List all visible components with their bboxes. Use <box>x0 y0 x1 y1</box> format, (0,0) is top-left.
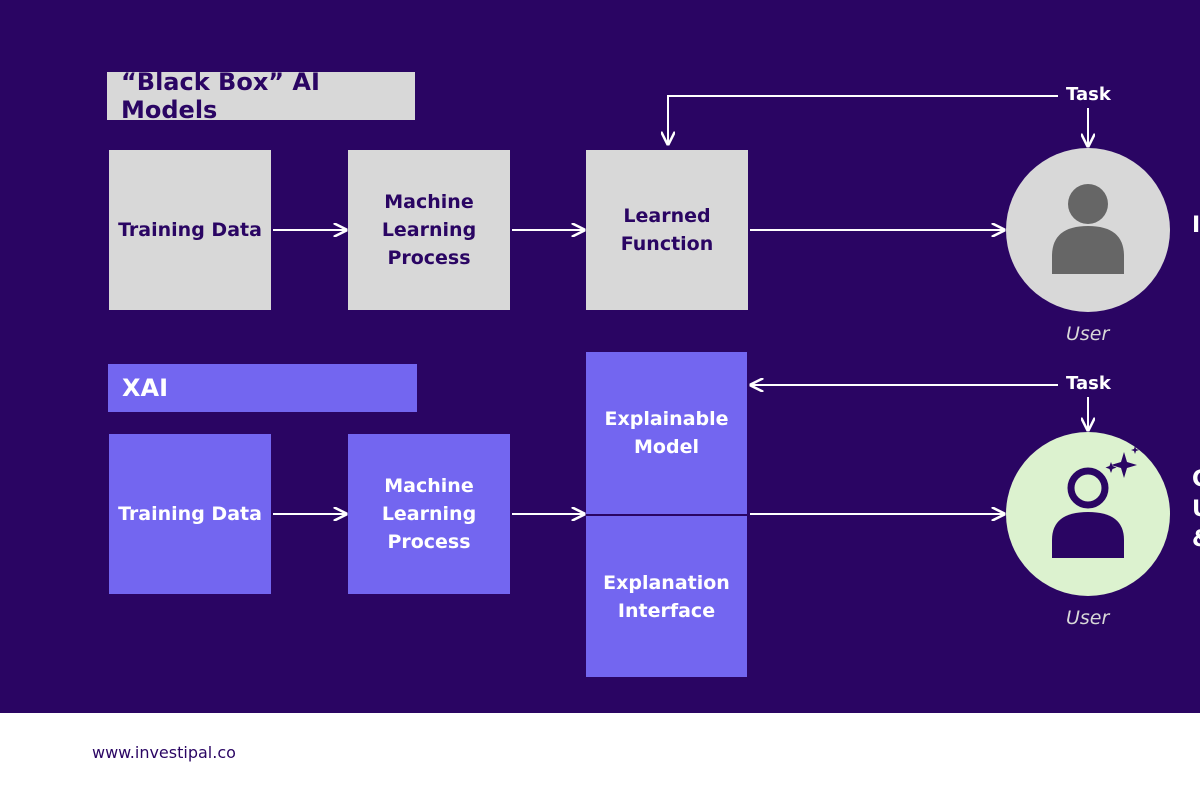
diagram-panel: “Black Box” AI Models Training Data Mach… <box>0 0 1200 713</box>
xai-explainable-model-label: Explainable Model <box>604 408 729 458</box>
bb-edge-text: I <box>1192 213 1200 238</box>
xai-explanation-interface-label: Explanation Interface <box>603 571 730 622</box>
bb-training-data-box: Training Data <box>109 150 271 310</box>
xai-explainable-model-box: Explainable Model <box>586 352 747 514</box>
footer-url: www.investipal.co <box>92 743 236 762</box>
user-icon <box>1052 446 1139 558</box>
bb-user-label: User <box>1066 323 1110 345</box>
xai-ml-process-label: Machine Learning Process <box>381 475 477 553</box>
xai-user-label: User <box>1066 607 1110 629</box>
xai-edge-text-line-2: U <box>1192 495 1200 525</box>
bb-ml-process-box: Machine Learning Process <box>348 150 510 310</box>
xai-explanation-interface-box: Explanation Interface <box>586 516 747 677</box>
xai-training-data-box: Training Data <box>109 434 271 594</box>
xai-edge-text-line-3: & <box>1192 525 1200 555</box>
bb-task-label: Task <box>1066 84 1111 105</box>
xai-task-label: Task <box>1066 373 1111 394</box>
bb-user-avatar <box>1006 148 1170 312</box>
xai-edge-text: C U & <box>1192 465 1200 555</box>
bb-training-data-label: Training Data <box>118 219 262 241</box>
bb-arrow-task-to-function <box>668 95 1058 144</box>
bb-learned-function-box: Learned Function <box>586 150 748 310</box>
bb-ml-process-label: Machine Learning Process <box>381 191 477 269</box>
xai-heading: XAI <box>108 364 417 412</box>
connector-arrows <box>273 95 1200 713</box>
xai-training-data-label: Training Data <box>118 503 262 525</box>
user-icon <box>1052 184 1124 274</box>
sparkle-icon <box>1105 446 1139 478</box>
xai-edge-text-line-1: C <box>1192 465 1200 495</box>
bb-learned-function-label: Learned Function <box>620 205 714 255</box>
xai-user-avatar <box>1006 432 1170 596</box>
black-box-heading: “Black Box” AI Models <box>107 68 415 124</box>
xai-ml-process-box: Machine Learning Process <box>348 434 510 594</box>
